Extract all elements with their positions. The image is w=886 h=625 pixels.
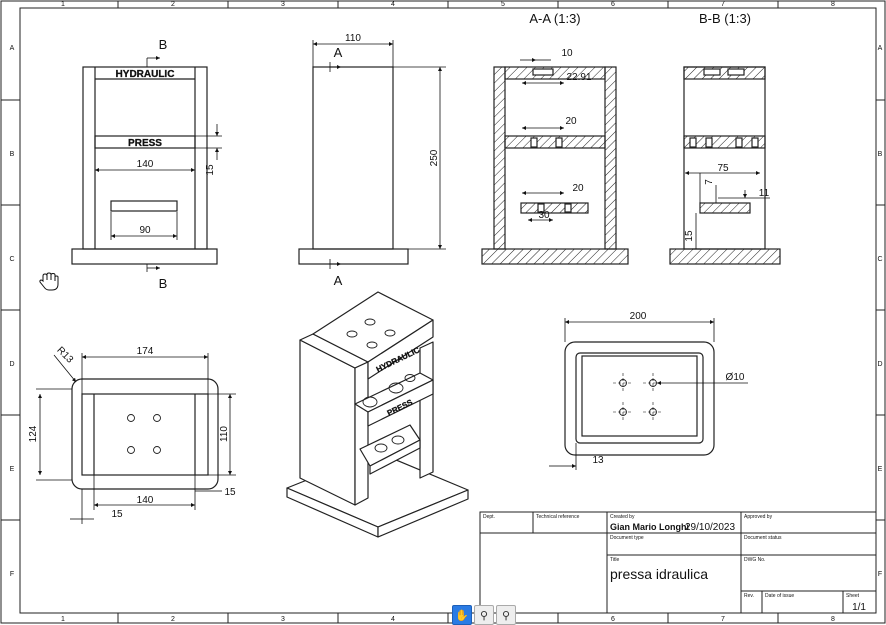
col-label-7-bottom: 7 — [721, 616, 725, 623]
col-label-1: 1 — [61, 1, 65, 8]
tb-rev-label: Rev. — [744, 593, 754, 599]
title-block — [479, 511, 877, 614]
front-label-press: PRESS — [128, 138, 162, 149]
section-mark-b-top: B — [159, 37, 168, 52]
row-label-a: A — [10, 45, 15, 52]
col-label-1-bottom: 1 — [61, 616, 65, 623]
dim-side-height: 250 — [429, 149, 440, 166]
row-label-a-right: A — [878, 45, 883, 52]
col-label-5: 5 — [501, 1, 505, 8]
col-label-3: 3 — [281, 1, 285, 8]
dim-aa-10: 10 — [561, 48, 573, 59]
dim-bb-11: 11 — [759, 188, 770, 199]
tb-techref-label: Technical reference — [536, 514, 580, 520]
row-label-c-right: C — [877, 256, 882, 263]
row-label-b-right: B — [878, 151, 883, 158]
row-label-e-right: E — [878, 466, 883, 473]
dim-aa-20b: 20 — [572, 183, 584, 194]
dim-aa-20a: 20 — [565, 116, 577, 127]
zoom-in-icon[interactable]: ⚲ — [474, 605, 494, 625]
col-label-6-bottom: 6 — [611, 616, 615, 623]
pan-cursor-icon — [39, 272, 59, 291]
dim-top-124: 124 — [28, 425, 39, 442]
row-label-d: D — [9, 361, 14, 368]
col-label-4-bottom: 4 — [391, 616, 395, 623]
zoom-fit-icon[interactable]: ⚲ — [496, 605, 516, 625]
tb-created-date: 29/10/2023 — [685, 522, 735, 533]
iso-holes — [346, 318, 416, 453]
row-label-e: E — [10, 466, 15, 473]
dim-top-140: 140 — [137, 495, 154, 506]
dim-base-200: 200 — [630, 311, 647, 322]
dim-base-dia: Ø10 — [726, 372, 745, 383]
pan-icon[interactable]: ✋ — [452, 605, 472, 625]
col-label-7: 7 — [721, 1, 725, 8]
dim-base-13: 13 — [592, 455, 604, 466]
dim-top-174: 174 — [137, 346, 154, 357]
dim-front-slot: 90 — [139, 225, 151, 236]
dim-top-r13: R13 — [54, 345, 75, 366]
tb-doctype-label: Document type — [610, 535, 644, 541]
tb-dept-label: Dept. — [483, 514, 495, 520]
tb-approvedby-label: Approved by — [744, 514, 773, 520]
tb-docstatus-label: Document status — [744, 535, 782, 541]
row-label-c: C — [9, 256, 14, 263]
section-title-aa: A-A (1:3) — [529, 11, 580, 26]
front-view — [71, 66, 218, 265]
dim-bb-7: 7 — [704, 179, 715, 185]
dim-top-15b: 15 — [224, 487, 236, 498]
col-label-3-bottom: 3 — [281, 616, 285, 623]
col-label-8: 8 — [831, 1, 835, 8]
dim-aa-2291: 22.91 — [566, 72, 591, 83]
dim-front-width: 140 — [137, 159, 154, 170]
tb-sheet-label: Sheet — [846, 593, 860, 599]
row-markers — [1, 99, 885, 521]
dim-bb-75: 75 — [717, 163, 729, 174]
tb-sheet-value: 1/1 — [852, 602, 866, 613]
column-markers — [117, 1, 779, 623]
front-label-hydraulic: HYDRAULIC — [116, 69, 175, 80]
base-view-holes — [619, 379, 657, 416]
base-view — [564, 341, 715, 456]
dim-top-110: 110 — [219, 426, 230, 442]
col-label-2-bottom: 2 — [171, 616, 175, 623]
top-view — [71, 378, 219, 490]
dim-aa-30: 30 — [538, 210, 550, 221]
section-mark-a-bottom: A — [334, 273, 343, 288]
section-title-bb: B-B (1:3) — [699, 11, 751, 26]
col-label-4: 4 — [391, 1, 395, 8]
col-label-2: 2 — [171, 1, 175, 8]
section-mark-b-bottom: B — [159, 276, 168, 291]
side-view — [298, 66, 409, 265]
dim-side-width: 110 — [345, 33, 361, 44]
section-bb — [669, 66, 781, 265]
viewer-toolbar: ✋ ⚲ ⚲ — [452, 605, 516, 625]
iso-view — [286, 291, 469, 538]
inner-border — [19, 7, 877, 614]
row-label-f-right: F — [878, 571, 882, 578]
tb-title-value: pressa idraulica — [610, 566, 708, 582]
top-view-holes — [127, 414, 161, 454]
col-label-6: 6 — [611, 1, 615, 8]
row-label-f: F — [10, 571, 14, 578]
dim-bb-15: 15 — [684, 230, 695, 242]
tb-dateissue-label: Date of issue — [765, 593, 794, 599]
tb-dwg-label: DWG No. — [744, 557, 765, 563]
tb-createdby-label: Created by — [610, 514, 635, 520]
tb-title-label: Title — [610, 557, 619, 563]
section-aa — [481, 66, 629, 265]
row-label-d-right: D — [877, 361, 882, 368]
row-label-b: B — [10, 151, 15, 158]
tb-created-by: Gian Mario Longhi — [610, 522, 689, 532]
dim-top-15a: 15 — [111, 509, 123, 520]
col-label-8-bottom: 8 — [831, 616, 835, 623]
dim-front-thickness: 15 — [205, 164, 216, 176]
section-mark-a-top: A — [334, 45, 343, 60]
